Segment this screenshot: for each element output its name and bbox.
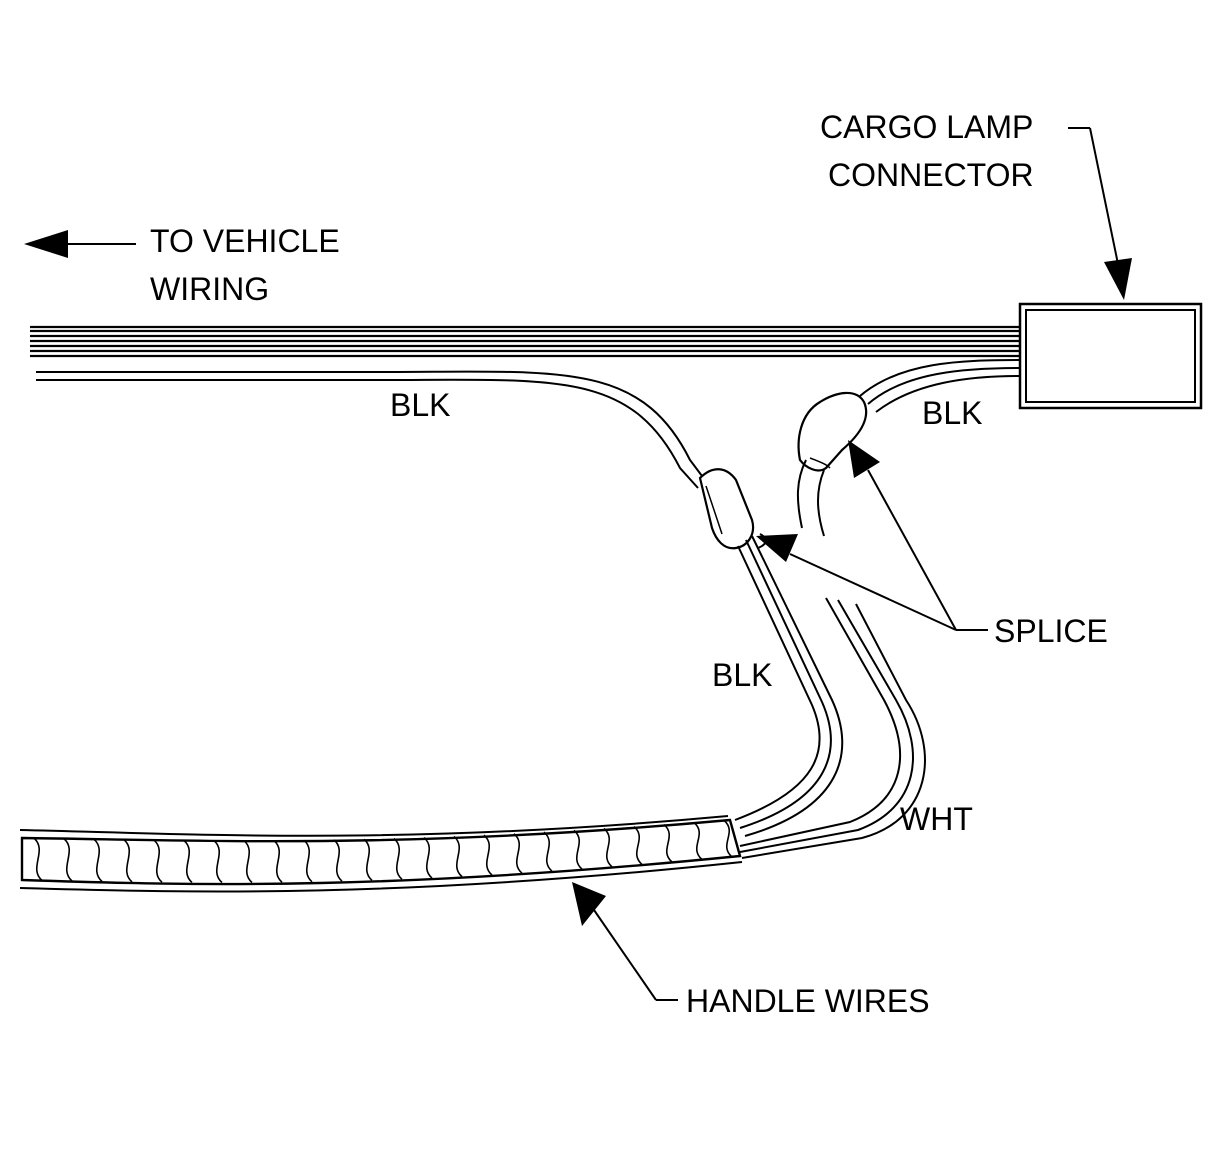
spiral-wrap-mark: [513, 833, 523, 874]
splice-leader: [756, 440, 988, 631]
spiral-wrap-mark: [453, 835, 463, 878]
spiral-wrap-mark: [213, 840, 223, 884]
blk-wire-right: [859, 359, 1021, 413]
spiral-wrap-mark: [483, 834, 493, 876]
blk-label-middle: BLK: [712, 657, 773, 693]
spiral-wrap-mark: [63, 838, 73, 882]
spiral-wrap-mark: [333, 839, 343, 882]
wire-stubs: [796, 459, 825, 537]
spiral-wrap-mark: [573, 829, 583, 870]
cargo-lamp-leader: [1068, 127, 1132, 300]
spiral-wrap-mark: [393, 837, 403, 880]
spiral-wrap-mark: [153, 839, 163, 883]
cargo-lamp-connector: [1018, 302, 1203, 410]
spiral-wrap-mark: [693, 821, 703, 861]
wht-label: WHT: [900, 801, 973, 837]
handle-wires-leader: [572, 882, 678, 1001]
cargo-lamp-label-line1: CARGO LAMP: [820, 109, 1034, 145]
spiral-wrap-mark: [33, 837, 43, 881]
wht-wire: [739, 597, 926, 859]
spiral-wrap-mark: [663, 823, 673, 863]
spiral-wrap-mark: [603, 827, 613, 868]
splice-label: SPLICE: [994, 613, 1108, 649]
spiral-wrap-mark: [303, 839, 313, 883]
spiral-wrap-mark: [543, 831, 553, 872]
blk-wire-left: [36, 370, 706, 489]
to-vehicle-label-line1: TO VEHICLE: [150, 223, 340, 259]
cargo-lamp-label-line2: CONNECTOR: [828, 157, 1034, 193]
main-harness: [30, 325, 1020, 358]
spiral-wrap-mark: [723, 819, 733, 858]
to-vehicle-label-line2: WIRING: [150, 271, 270, 307]
spiral-wrap-mark: [93, 838, 103, 883]
splice-right: [797, 391, 868, 472]
spiral-wrap-mark: [423, 836, 433, 879]
splice-left: [698, 468, 755, 550]
blk-label-left: BLK: [390, 387, 451, 423]
spiral-wrap-mark: [183, 839, 193, 884]
spiral-wrap-mark: [123, 839, 133, 883]
spiral-wrap-mark: [243, 840, 253, 884]
handle-wires-sleeve: [19, 815, 743, 893]
to-vehicle-arrow: [24, 230, 136, 258]
spiral-wrap-mark: [273, 839, 283, 883]
handle-wires-label: HANDLE WIRES: [686, 983, 930, 1019]
spiral-wrap-mark: [633, 825, 643, 866]
spiral-wrap-mark: [363, 838, 373, 881]
blk-wire-middle: [734, 533, 844, 837]
blk-label-right: BLK: [922, 395, 983, 431]
